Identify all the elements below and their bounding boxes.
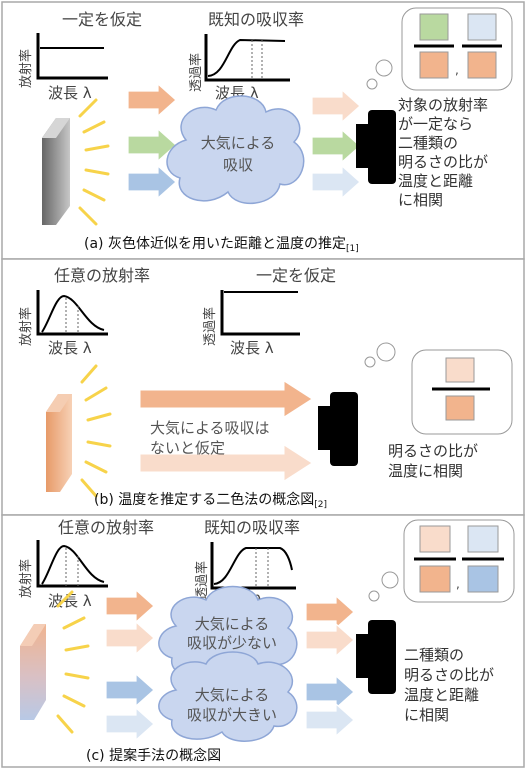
a-transmittance-axes bbox=[204, 34, 290, 82]
c-transmittance-axes bbox=[210, 542, 296, 590]
b-transmittance-ylabel: 透過率 bbox=[202, 307, 218, 346]
c-cloud-upper-line1: 大気による bbox=[195, 615, 270, 633]
b-assumption-line2: ないと仮定 bbox=[150, 439, 225, 457]
c-result-line4: に相関 bbox=[404, 706, 449, 724]
a-caption: (a) 灰色体近似を用いた距離と温度の推定[1] bbox=[84, 235, 359, 254]
b-caption: (b) 温度を推定する二色法の概念図[2] bbox=[94, 491, 327, 510]
b-ratio-den bbox=[445, 395, 475, 421]
b-orange-body bbox=[46, 394, 72, 492]
b-emissivity-curve bbox=[41, 294, 105, 333]
c-result-line2: 明るさの比が bbox=[404, 666, 494, 684]
b-thought-bubble bbox=[411, 349, 513, 435]
c-ratio-den-blue bbox=[467, 565, 499, 593]
a-absorption-label: 既知の吸収率 bbox=[208, 10, 304, 29]
c-cloud-lower-line1: 大気による bbox=[195, 686, 270, 704]
a-thought-dot-small bbox=[366, 78, 378, 90]
a-cloud-line1: 大気による bbox=[201, 134, 276, 152]
b-thought-dot-small bbox=[364, 356, 376, 368]
c-result-line1: 二種類の bbox=[404, 646, 464, 664]
a-thought-dot-medium bbox=[375, 59, 393, 77]
a-result-line6: に相関 bbox=[398, 191, 443, 209]
c-thought-dot-small bbox=[368, 590, 380, 602]
b-result-line1: 明るさの比が bbox=[388, 442, 478, 460]
b-transmittance-xlabel: 波長 λ bbox=[230, 339, 274, 357]
a-result-line2: が一定なら bbox=[398, 115, 473, 133]
c-transmittance-curve bbox=[213, 547, 293, 585]
c-ratio-num-blue-light bbox=[467, 525, 499, 553]
a-ratio-comma: , bbox=[455, 63, 459, 77]
a-atmosphere-cloud bbox=[166, 95, 305, 205]
c-cloud-upper-line2: 吸収が少ない bbox=[187, 634, 277, 652]
c-emissivity-curve bbox=[41, 544, 105, 585]
a-result-line5: 温度と距離 bbox=[398, 172, 473, 190]
a-emissivity-xlabel: 波長 λ bbox=[48, 84, 92, 102]
a-emissivity-ylabel: 放射率 bbox=[18, 49, 34, 88]
c-ratio-comma: , bbox=[456, 577, 460, 591]
b-caption-ref: [2] bbox=[314, 500, 327, 510]
c-absorption-label: 既知の吸収率 bbox=[204, 518, 300, 537]
a-ratio-num-green bbox=[419, 13, 449, 41]
b-result-line2: 温度に相関 bbox=[388, 462, 463, 480]
c-caption: (c) 提案手法の概念図 bbox=[86, 747, 221, 764]
panel-c: 任意の放射率 放射率 波長 λ 既知の吸収率 透過率 波長 λ bbox=[18, 518, 515, 764]
c-cloud-upper bbox=[158, 585, 298, 682]
panel-a: 一定を仮定 放射率 波長 λ 既知の吸収率 透過率 波長 λ bbox=[18, 7, 513, 254]
b-emissivity-label: 任意の放射率 bbox=[54, 266, 150, 285]
c-emissivity-axes bbox=[36, 540, 108, 588]
a-transmittance-ylabel: 透過率 bbox=[188, 53, 204, 92]
a-result-line4: 明るさの比が bbox=[398, 153, 488, 171]
b-arrow-orange-light-long bbox=[139, 444, 313, 482]
c-cloud-lower bbox=[158, 651, 298, 742]
b-emissivity-ylabel: 放射率 bbox=[18, 307, 34, 346]
c-mixed-body bbox=[20, 624, 46, 720]
c-ratio-num-orange-light bbox=[419, 525, 451, 553]
a-cloud-line2: 吸収 bbox=[223, 156, 253, 174]
panel-b: 任意の放射率 放射率 波長 λ 一定を仮定 透過率 波長 λ 大気による吸収は … bbox=[18, 266, 513, 510]
c-cloud-lower-line2: 吸収が大きい bbox=[187, 706, 277, 724]
a-emissivity-label: 一定を仮定 bbox=[62, 10, 142, 29]
b-transmittance-label: 一定を仮定 bbox=[256, 266, 336, 285]
c-ratio-den-orange bbox=[419, 565, 451, 593]
b-ratio-num bbox=[445, 357, 475, 383]
b-arrow-orange-long bbox=[139, 380, 313, 418]
c-thought-dot-medium bbox=[381, 571, 399, 589]
a-result-line1: 対象の放射率 bbox=[398, 96, 488, 114]
a-ratio-den-orange-left bbox=[419, 51, 449, 79]
a-transmittance-curve bbox=[207, 38, 286, 77]
a-ratio-den-orange-right bbox=[467, 51, 497, 79]
b-emissivity-axes bbox=[36, 290, 108, 336]
a-caption-ref: [1] bbox=[346, 244, 359, 254]
c-emission-rays bbox=[56, 590, 90, 734]
c-transmittance-ylabel: 透過率 bbox=[194, 561, 210, 600]
b-thought-dot-medium bbox=[376, 342, 396, 362]
b-assumption-line1: 大気による吸収は bbox=[150, 419, 270, 437]
a-gray-body bbox=[42, 118, 70, 225]
b-emission-rays bbox=[80, 364, 112, 498]
a-emission-rays bbox=[78, 98, 110, 226]
c-emissivity-ylabel: 放射率 bbox=[18, 559, 34, 598]
a-ratio-num-blue bbox=[467, 13, 497, 41]
b-emissivity-xlabel: 波長 λ bbox=[48, 339, 92, 357]
a-result-line3: 二種類の bbox=[398, 134, 458, 152]
c-emissivity-label: 任意の放射率 bbox=[58, 518, 154, 537]
a-emissivity-axes bbox=[36, 33, 108, 80]
b-transmittance-axes bbox=[220, 290, 300, 336]
c-result-line3: 温度と距離 bbox=[404, 686, 479, 704]
